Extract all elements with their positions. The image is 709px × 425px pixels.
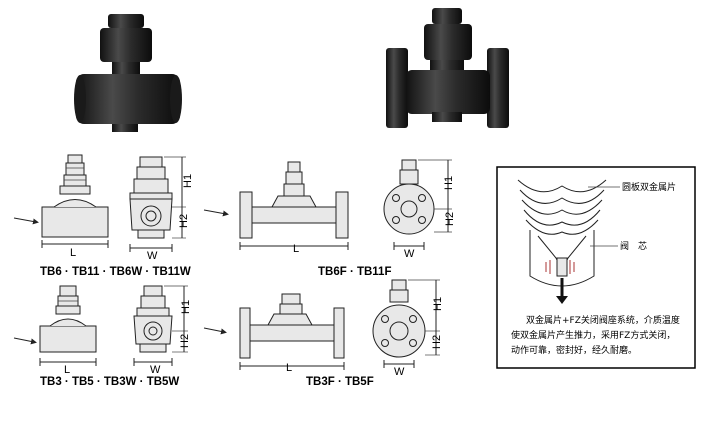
drawing-tb3f-front — [203, 293, 345, 370]
dim-w-tb3: W — [150, 364, 161, 376]
photo-flanged-trap — [386, 8, 509, 128]
drawing-tb6f-front — [203, 161, 349, 250]
dim-h2-tb6: H2 — [178, 214, 190, 228]
inset-text-3: 动作可靠，密封好，经久耐磨。 — [511, 344, 637, 356]
dim-l-tb3: L — [64, 364, 70, 376]
drawing-tb3-side — [133, 285, 188, 366]
dim-w-tb6: W — [147, 250, 158, 262]
dim-h1-tb3f: H1 — [432, 297, 444, 311]
dim-w-tb6f: W — [404, 248, 415, 260]
caption-tb3: TB3 · TB5 · TB3W · TB5W — [40, 376, 179, 388]
drawing-tb6-front — [13, 154, 109, 248]
dim-h1-tb6f: H1 — [443, 176, 455, 190]
dim-w-tb3f: W — [394, 366, 405, 378]
dim-h2-tb3: H2 — [179, 334, 191, 348]
inset-label-disc: 圆板双金属片 — [622, 181, 676, 193]
drawing-tb6-side — [129, 156, 186, 252]
inset-text-2: 使双金属片产生推力，采用FZ方式关闭， — [511, 329, 675, 341]
photo-threaded-trap — [74, 14, 182, 132]
dim-h1-tb3: H1 — [180, 300, 192, 314]
drawing-tb3-front — [13, 285, 97, 366]
inset-box — [496, 166, 696, 369]
dim-h2-tb3f: H2 — [431, 335, 443, 349]
inset-label-valve: 阀 芯 — [620, 240, 647, 252]
drawing-tb3f-side — [372, 279, 440, 368]
dim-h1-tb6: H1 — [182, 174, 194, 188]
caption-tb6: TB6 · TB11 · TB6W · TB11W — [40, 266, 191, 278]
dim-h2-tb6f: H2 — [444, 212, 456, 226]
dim-l-tb6f: L — [293, 243, 299, 255]
caption-tb3f: TB3F · TB5F — [306, 376, 374, 388]
inset-text-1: 双金属片+FZ关闭阀座系统，介质温度 — [526, 314, 680, 326]
dim-l-tb6: L — [70, 247, 76, 259]
dim-l-tb3f: L — [286, 362, 292, 374]
caption-tb6f: TB6F · TB11F — [318, 266, 391, 278]
drawing-tb6f-side — [383, 159, 452, 250]
